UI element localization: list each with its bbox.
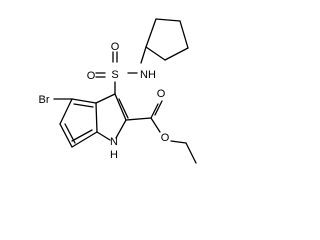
benzene-ring: [59, 98, 98, 148]
carbonyl-oxygen-label: O: [157, 88, 166, 100]
bond-cyclopentyl-nh: [140, 46, 147, 64]
bond: [145, 18, 157, 48]
bond: [71, 98, 97, 104]
indole-hydrogen-label: H: [110, 149, 118, 161]
bond: [154, 100, 163, 116]
bond: [170, 140, 187, 144]
bond: [71, 129, 93, 142]
bond: [59, 98, 73, 125]
bond: [155, 18, 181, 22]
bond: [73, 103, 94, 108]
bond: [95, 102, 98, 133]
bond: [150, 117, 161, 133]
molecule-structure: S O O NH Br N H O O: [39, 18, 197, 164]
bond: [95, 93, 116, 104]
bond: [118, 98, 129, 119]
amine-label: NH: [140, 69, 156, 81]
bond: [145, 46, 166, 61]
sulfonyl-oxygens: [95, 51, 118, 78]
pyrrole-ring: [95, 93, 129, 141]
bond: [115, 119, 127, 139]
cyclopentyl-ring: [145, 18, 189, 61]
bond: [185, 142, 197, 164]
bond: [125, 117, 152, 121]
sulfonyl-oxygen-lower-label: O: [87, 70, 96, 82]
sulfur-label: S: [111, 69, 118, 81]
structure-canvas: S O O NH Br N H O O: [39, 18, 197, 164]
sulfonyl-oxygen-upper-label: O: [111, 41, 120, 53]
bond: [164, 47, 189, 61]
ester-oxygen-label: O: [161, 132, 170, 144]
bromine-label: Br: [39, 94, 50, 106]
bond: [114, 93, 127, 121]
bond: [150, 103, 159, 119]
indole-nitrogen-label: N: [110, 136, 118, 148]
bond: [179, 20, 189, 49]
ethyl-ester-group: [125, 100, 197, 164]
bond: [96, 131, 111, 141]
bond: [71, 131, 98, 148]
bond: [59, 123, 73, 148]
